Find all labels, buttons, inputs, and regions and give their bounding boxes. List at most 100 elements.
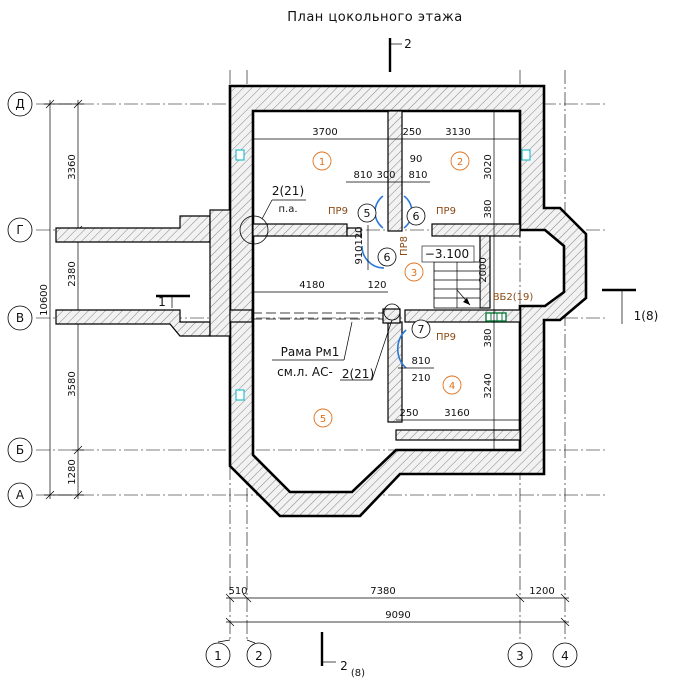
- left-dimension-chain: [44, 99, 84, 500]
- axis-label-a: А: [16, 488, 25, 502]
- dim-910: 910: [354, 245, 365, 264]
- dim-810-right: 810: [408, 170, 427, 181]
- door-type-pr9-left: ПР9: [328, 206, 348, 217]
- door-type-pr9-bottom: ПР9: [436, 332, 456, 343]
- door-mark-7: 7: [411, 319, 431, 339]
- dim-90: 90: [410, 154, 423, 165]
- room-3: 3: [404, 262, 424, 282]
- room-3-number: 3: [411, 268, 417, 279]
- frame-rm1: [252, 312, 383, 320]
- dim-g-v: 2380: [67, 261, 78, 286]
- wall-corridor-top-right: [431, 223, 521, 237]
- dim-d-g: 3360: [67, 154, 78, 179]
- dim-total-width: 9090: [385, 610, 410, 621]
- door-swing-6b: [361, 245, 385, 269]
- room-5-number: 5: [320, 414, 326, 425]
- door-mark-5: 5: [357, 203, 377, 223]
- outer-walls: [228, 84, 588, 518]
- axis-label-b: Б: [16, 443, 24, 457]
- cut-marker-bottom-sub: (8): [351, 668, 365, 679]
- dim-2000: 2000: [478, 257, 489, 282]
- axis-bubble-v: В: [7, 305, 33, 331]
- room-4: 4: [442, 375, 462, 395]
- cut-marker-left-label: 1: [158, 295, 166, 309]
- axis-bubble-3: 3: [507, 642, 533, 668]
- cut-marker-right: 1(8): [602, 288, 659, 324]
- door-mark-6b-label: 6: [384, 251, 391, 264]
- bottom-dimension-chain: [225, 593, 570, 627]
- axis-bubble-4: 4: [552, 642, 578, 668]
- door-type-pr8: ПР8: [399, 236, 410, 256]
- axis-bubble-g: Г: [7, 217, 33, 243]
- cut-marker-top: 2: [388, 37, 412, 72]
- axis-label-2: 2: [255, 649, 263, 663]
- axis-label-d: Д: [15, 97, 24, 111]
- left-entrance-walls: [55, 215, 211, 243]
- door-mark-5-label: 5: [364, 207, 371, 220]
- cut-marker-bottom: 2 (8): [320, 632, 365, 679]
- axis-bubble-d: Д: [7, 91, 33, 117]
- frame-callout-lines: [272, 303, 401, 381]
- dim-b-a: 1280: [67, 459, 78, 484]
- node-callout-bottom-label: 2(21): [342, 367, 374, 381]
- dim-380-top: 380: [483, 199, 494, 218]
- cut-marker-bottom-label: 2: [340, 659, 348, 673]
- axis-bubble-b: Б: [7, 437, 33, 463]
- room-2-number: 2: [457, 157, 463, 168]
- room-4-number: 4: [449, 381, 455, 392]
- dim-120-vert: 120: [354, 226, 365, 245]
- dim-3130: 3130: [445, 127, 470, 138]
- room-1-number: 1: [319, 157, 325, 168]
- axis-label-1: 1: [214, 649, 222, 663]
- dim-3240: 3240: [483, 373, 494, 398]
- dim-v-b: 3580: [67, 371, 78, 396]
- frame-callout-ref: см.л. АС-: [277, 365, 333, 379]
- dim-250-top: 250: [402, 127, 421, 138]
- dim-axis-3-4: 1200: [529, 586, 554, 597]
- door-type-pr9-right: ПР9: [436, 206, 456, 217]
- dim-4180: 4180: [299, 280, 324, 291]
- axis-label-4: 4: [561, 649, 569, 663]
- axis-bubble-1: 1: [205, 639, 231, 668]
- door-mark-7-label: 7: [418, 323, 425, 336]
- plan-title: План цокольного этажа: [287, 10, 462, 25]
- dim-210: 210: [411, 373, 430, 384]
- cut-marker-right-label: 1(8): [634, 309, 659, 323]
- vent-box-vb2: [485, 312, 507, 322]
- axis-label-g: Г: [16, 223, 23, 237]
- door-swing-7: [397, 329, 407, 369]
- node-callout-top: [239, 199, 306, 245]
- door-mark-6a-label: 6: [413, 210, 420, 223]
- interior-dimensions: [253, 111, 520, 450]
- left-wall-block: [209, 209, 231, 337]
- dim-3700: 3700: [312, 127, 337, 138]
- cut-marker-left: 1: [156, 294, 190, 309]
- axis-bubble-2: 2: [246, 639, 272, 668]
- door-mark-6a: 6: [406, 206, 426, 226]
- dim-axis-2-3: 7380: [370, 586, 395, 597]
- room-5: 5: [313, 408, 333, 428]
- door-swings: [361, 195, 413, 369]
- dim-810-left: 810: [353, 170, 372, 181]
- node-callout-top-sub: п.а.: [278, 204, 297, 215]
- axis-bubble-a: А: [7, 482, 33, 508]
- dim-3160: 3160: [444, 408, 469, 419]
- level-mark: −3.100: [421, 245, 475, 263]
- vent-box-label: ВБ2(19): [493, 292, 534, 303]
- wall-partition-vertical-top: [387, 110, 403, 232]
- wall-room4-bottom: [395, 429, 521, 441]
- axis-label-v: В: [16, 311, 24, 325]
- dim-380-bottom: 380: [483, 328, 494, 347]
- wall-room5-bottom: [346, 227, 362, 237]
- dim-total-height: 10600: [39, 284, 50, 316]
- dim-120-hall: 120: [367, 280, 386, 291]
- dim-axis-1-2: 510: [228, 586, 247, 597]
- level-mark-value: −3.100: [425, 247, 469, 261]
- room-2: 2: [450, 151, 470, 171]
- dim-300: 300: [376, 170, 395, 181]
- staircase: [433, 261, 481, 309]
- axis-label-3: 3: [516, 649, 524, 663]
- dim-3020: 3020: [483, 154, 494, 179]
- left-entrance-walls-lower: [55, 309, 211, 337]
- dim-250-bottom: 250: [399, 408, 418, 419]
